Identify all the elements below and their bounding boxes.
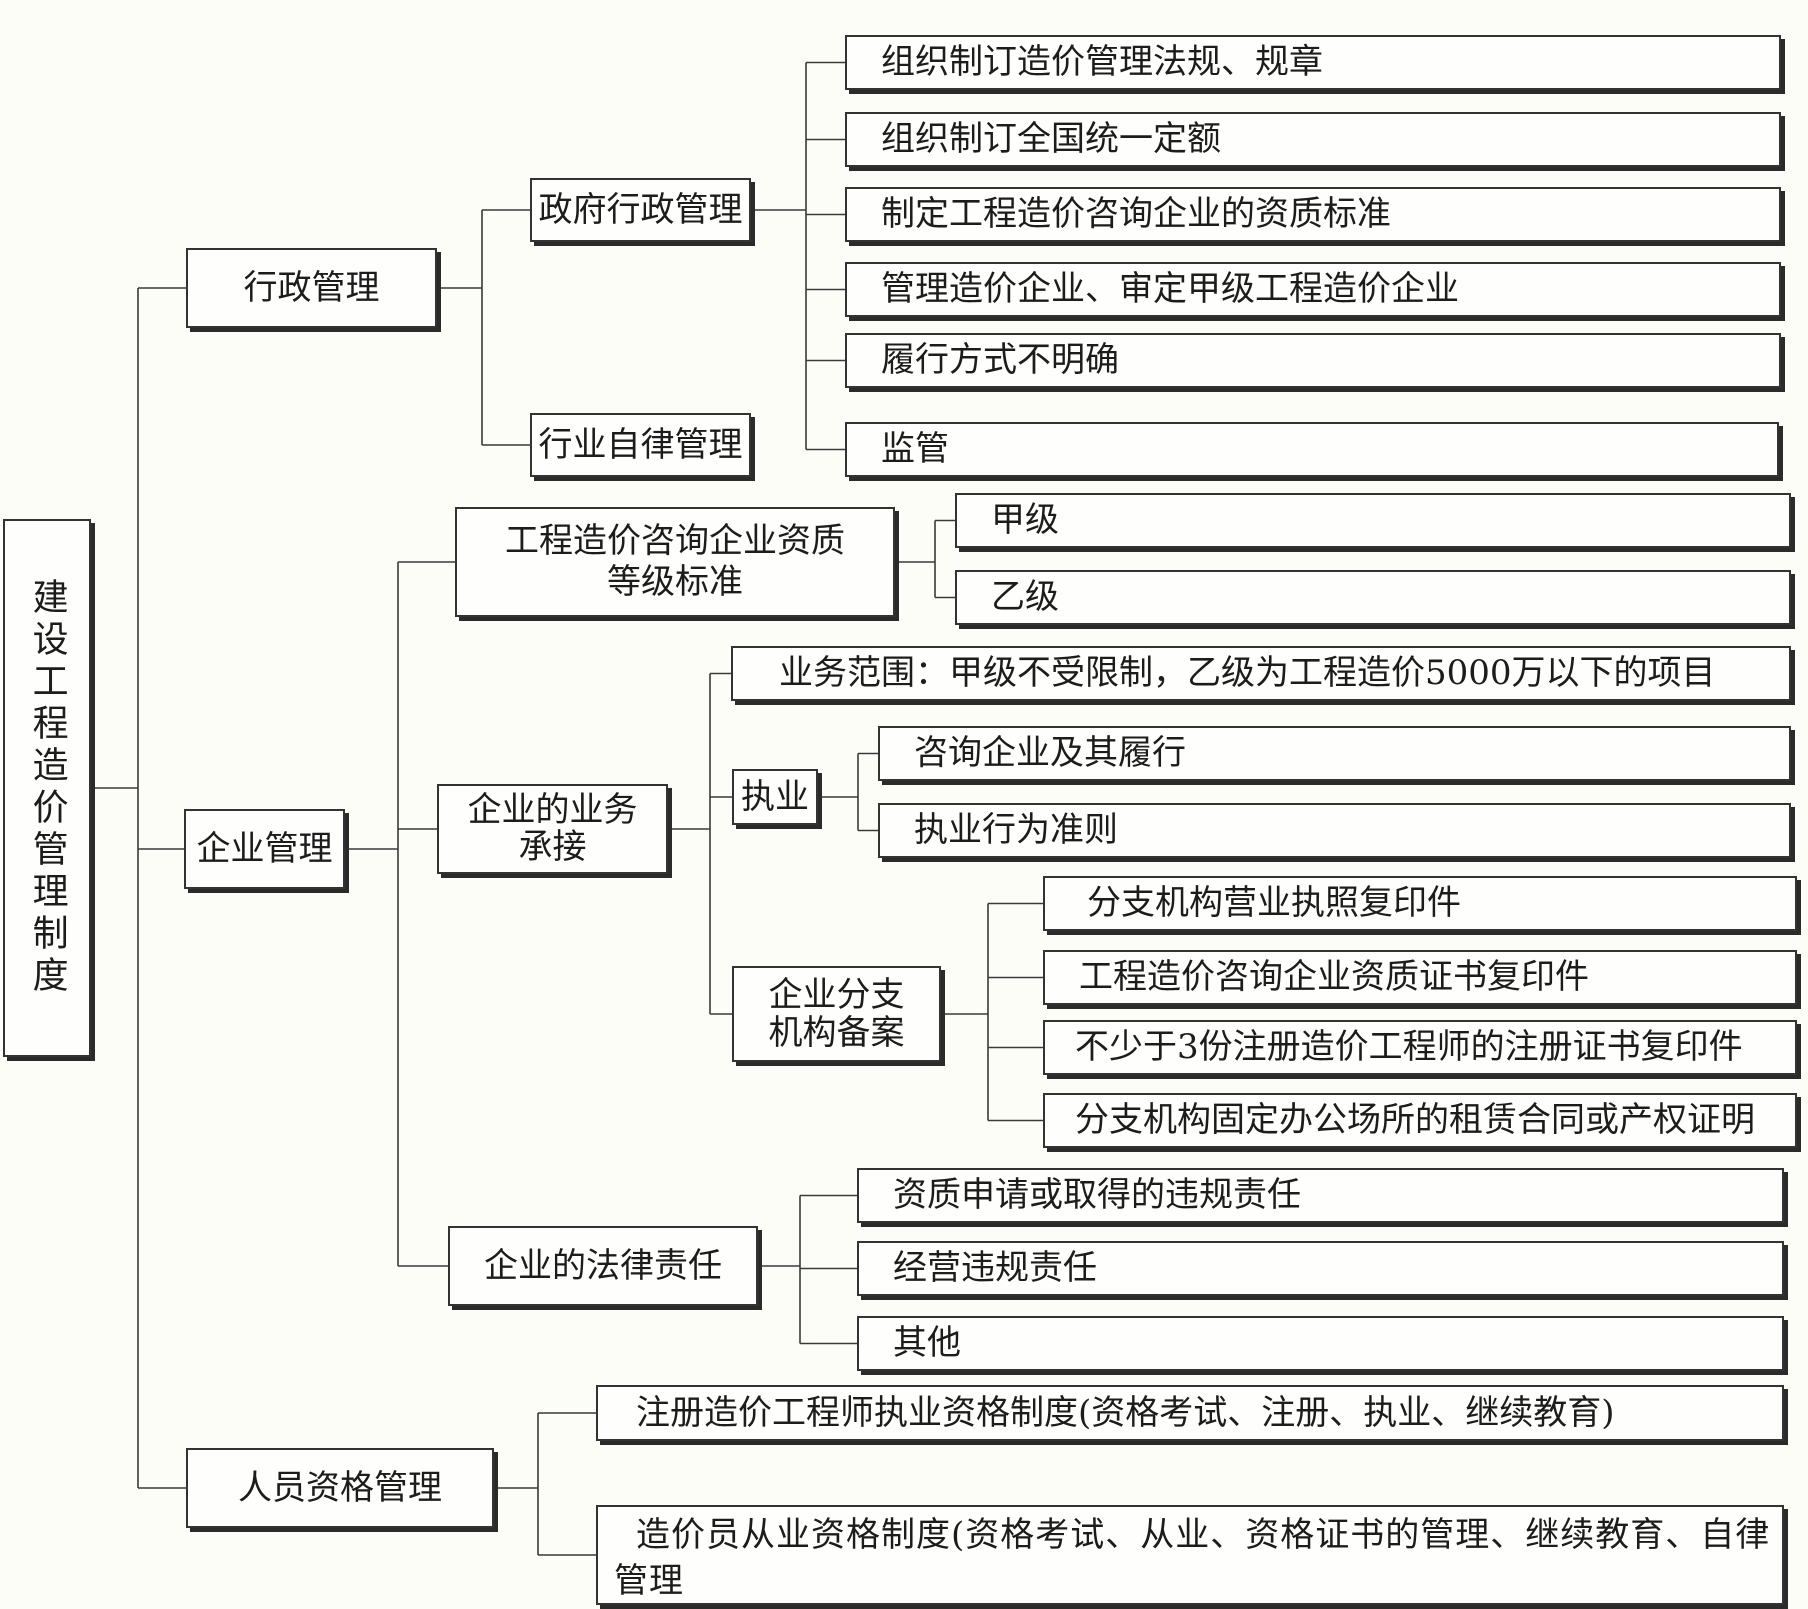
wire-qualification [895,519,955,599]
gov-item-6: 监管 [845,422,1779,477]
personnel-item-2-text: 造价员从业资格制度(资格考试、从业、资格证书的管理、继续教育、自律管理 [614,1515,1771,1601]
branch-label-line-1: 企业分支 [768,974,905,1015]
gov-item-1: 组织制订造价管理法规、规章 [845,35,1781,90]
business-label-line-2: 承接 [518,827,587,867]
wire-gov [751,61,845,451]
wire-branch [941,902,1043,1122]
industry-self-node: 行业自律管理 [530,413,751,477]
practice-item-1: 咨询企业及其履行 [878,726,1791,781]
branch-label-line-2: 机构备案 [768,1013,905,1053]
branch-item-3: 不少于3份注册造价工程师的注册证书复印件 [1043,1020,1797,1075]
legal-item-1: 资质申请或取得的违规责任 [857,1168,1784,1223]
legal-item-2: 经营违规责任 [857,1241,1784,1296]
gov-admin-node: 政府行政管理 [530,178,751,242]
legal-node: 企业的法律责任 [448,1226,758,1306]
wire-admin [437,209,530,446]
personnel-item-1: 注册造价工程师执业资格制度(资格考试、注册、执业、继续教育) [596,1385,1784,1441]
wire-business [668,672,732,1015]
gov-item-4: 管理造价企业、审定甲级工程造价企业 [845,262,1781,317]
personnel-item-2: 造价员从业资格制度(资格考试、从业、资格证书的管理、继续教育、自律管理 [596,1505,1784,1605]
qualification-label-line-1: 工程造价咨询企业资质 [505,521,845,562]
branch-node: 企业分支 机构备案 [732,966,941,1062]
branch-item-2: 工程造价咨询企业资质证书复印件 [1043,950,1797,1005]
wire-personnel [494,1412,596,1556]
admin-node: 行政管理 [186,248,437,328]
wire-legal [758,1194,857,1345]
personnel-node: 人员资格管理 [186,1448,494,1528]
qualification-label-line-2: 等级标准 [607,562,743,602]
grade-b-node: 乙级 [955,570,1791,625]
root-node: 建设工程造价管理制度 [3,519,91,1057]
enterprise-node: 企业管理 [184,809,345,889]
gov-item-5: 履行方式不明确 [845,333,1781,388]
business-scope-node: 业务范围：甲级不受限制，乙级为工程造价5000万以下的项目 [731,646,1791,701]
wire-enterprise [345,561,455,1267]
branch-item-4: 分支机构固定办公场所的租赁合同或产权证明 [1043,1093,1797,1148]
legal-item-3: 其他 [857,1316,1784,1371]
practice-item-2: 执业行为准则 [878,803,1791,858]
gov-item-2: 组织制订全国统一定额 [845,112,1781,167]
practice-node: 执业 [732,769,818,825]
gov-item-3: 制定工程造价咨询企业的资质标准 [845,187,1781,242]
qualification-node: 工程造价咨询企业资质 等级标准 [455,507,895,617]
wire-root [91,287,186,1489]
business-label-line-1: 企业的业务 [467,790,638,831]
wire-practice [818,752,878,832]
branch-item-1: 分支机构营业执照复印件 [1043,876,1797,931]
business-node: 企业的业务 承接 [437,784,668,874]
grade-a-node: 甲级 [955,493,1791,548]
